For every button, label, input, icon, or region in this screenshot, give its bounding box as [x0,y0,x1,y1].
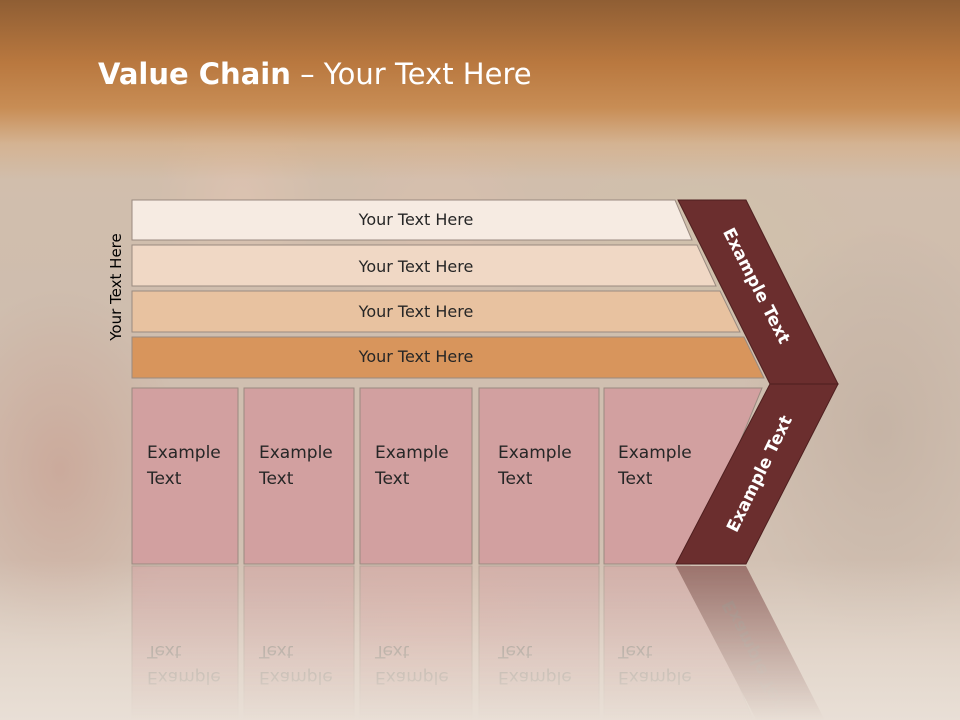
reflection-chevron [676,566,825,720]
reflection-cell [478,565,600,720]
diagram-reflection: Example Text Example Text Example Text E… [131,565,825,720]
title-band [0,0,960,180]
cell-3-line1: Example [375,443,449,463]
cell-2[interactable] [243,387,355,565]
row-label-1: Your Text Here [358,210,474,229]
slide-title-rest: – Your Text Here [290,57,532,91]
row-label-2: Your Text Here [358,257,474,276]
reflection-text: Text [146,641,182,661]
cell-2-line1: Example [259,443,333,463]
reflection-cell [131,565,239,720]
reflection-cell [243,565,355,720]
cell-1-line1: Example [147,443,221,463]
cell-1[interactable] [131,387,239,565]
reflection-text: Example [618,667,692,687]
reflection-text: Text [258,641,294,661]
chevron-lower-arm[interactable] [675,383,839,565]
row-band-2[interactable] [131,244,717,287]
reflection-text: Example [498,667,572,687]
cell-1-line2: Text [146,469,182,489]
cell-4-line2: Text [497,469,533,489]
cell-5-line1: Example [618,443,692,463]
cell-3-line2: Text [374,469,410,489]
row-label-4: Your Text Here [358,347,474,366]
reflection-cell [359,565,473,720]
slide-title: Value Chain – Your Text Here [98,55,532,93]
row-band-1[interactable] [131,199,693,241]
cell-2-line2: Text [258,469,294,489]
cell-4-line1: Example [498,443,572,463]
reflection-text: Example [375,667,449,687]
reflection-text: Example [147,667,221,687]
cell-3[interactable] [359,387,473,565]
row-band-4[interactable] [131,336,765,379]
cell-5-line2: Text [617,469,653,489]
row-label-3: Your Text Here [358,302,474,321]
reflection-text: Text [374,641,410,661]
row-band-3[interactable] [131,290,741,333]
slide-title-bold: Value Chain [98,57,291,91]
reflection-text: Text [617,641,653,661]
reflection-text: Text [497,641,533,661]
cell-4[interactable] [478,387,600,565]
reflection-text: Example [259,667,333,687]
